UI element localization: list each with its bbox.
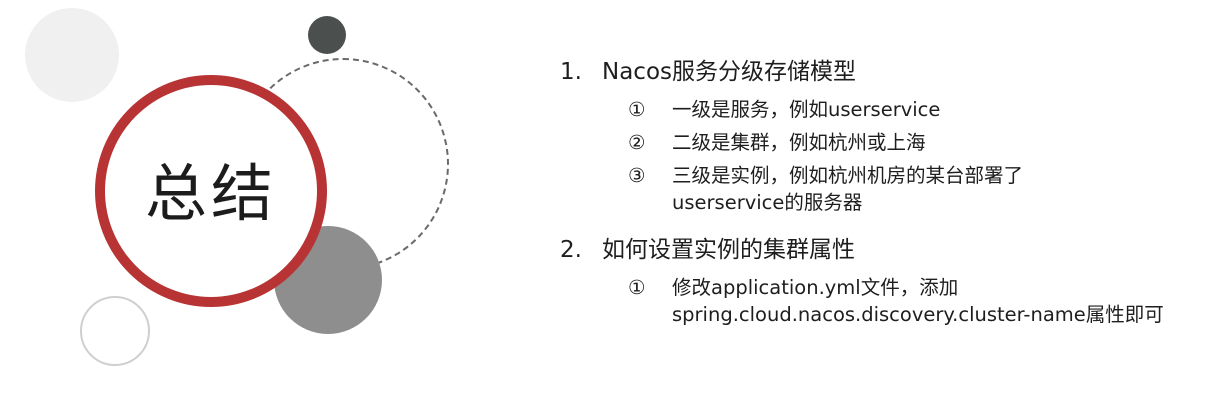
list-marker: ① [628,276,646,299]
list-item: ③ 三级是实例，例如杭州机房的某台部署了userservice的服务器 [628,162,1210,216]
section-1: 1. Nacos服务分级存储模型 ① 一级是服务，例如userservice ②… [560,56,1210,216]
section-2-list: ① 修改application.yml文件，添加spring.cloud.nac… [560,274,1210,328]
list-item-text: 修改application.yml文件，添加spring.cloud.nacos… [672,276,1164,326]
page-title: 总结 [144,157,277,230]
section-number: 1. [560,59,582,85]
list-item-text: 二级是集群，例如杭州或上海 [672,131,926,154]
decorative-dark-dot [308,16,346,54]
list-item: ② 二级是集群，例如杭州或上海 [628,129,1210,156]
summary-content: 1. Nacos服务分级存储模型 ① 一级是服务，例如userservice ②… [560,56,1210,346]
decorative-outline-ring [80,296,150,366]
list-marker: ③ [628,164,646,187]
list-marker: ① [628,98,646,121]
list-marker: ② [628,131,646,154]
list-item: ① 一级是服务，例如userservice [628,96,1210,123]
list-item-text: 三级是实例，例如杭州机房的某台部署了userservice的服务器 [672,164,1024,214]
section-heading: 2. 如何设置实例的集群属性 [560,234,1210,266]
section-1-list: ① 一级是服务，例如userservice ② 二级是集群，例如杭州或上海 ③ … [560,96,1210,216]
list-item-text: 一级是服务，例如userservice [672,98,941,121]
list-item: ① 修改application.yml文件，添加spring.cloud.nac… [628,274,1210,328]
section-2: 2. 如何设置实例的集群属性 ① 修改application.yml文件，添加s… [560,234,1210,328]
decorative-light-circle [25,8,119,102]
section-title: 如何设置实例的集群属性 [602,237,855,263]
section-title: Nacos服务分级存储模型 [602,59,856,85]
section-number: 2. [560,237,582,263]
summary-title-circle: 总结 [95,75,327,307]
section-heading: 1. Nacos服务分级存储模型 [560,56,1210,88]
